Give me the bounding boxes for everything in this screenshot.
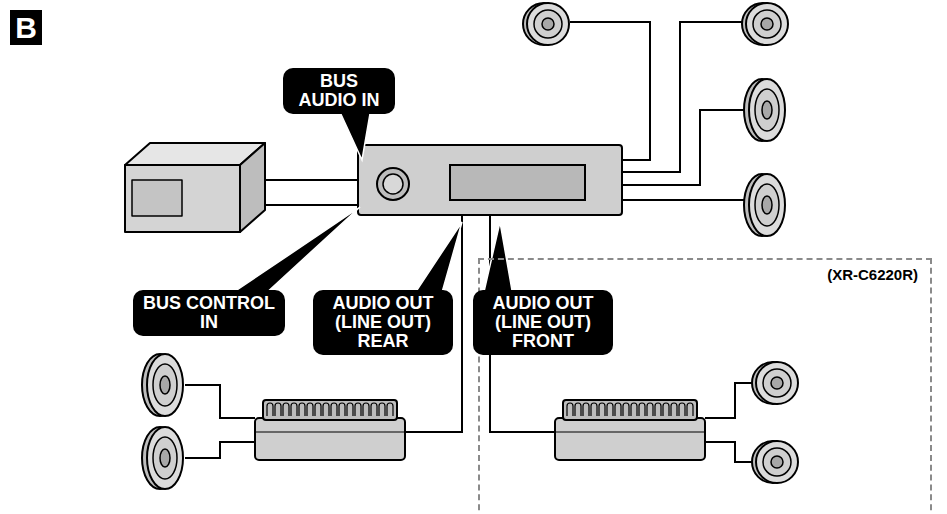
speaker-wire <box>705 442 755 462</box>
callout-label: AUDIO OUT (LINE OUT) REAR <box>313 290 453 355</box>
amplifier <box>255 400 405 460</box>
speaker-wire <box>570 22 650 160</box>
woofer-speaker <box>744 174 785 236</box>
callout-text: BUS CONTROL IN <box>139 294 279 332</box>
wires <box>185 22 755 462</box>
woofer-speaker <box>142 354 183 416</box>
speaker-wire <box>622 22 745 172</box>
speaker-wire <box>705 383 755 418</box>
callout-label: BUS AUDIO IN <box>283 68 395 114</box>
speaker-wire <box>622 199 745 201</box>
head-unit <box>358 145 622 215</box>
callout-text: AUDIO OUT (LINE OUT) REAR <box>319 294 447 351</box>
bus-cable <box>265 179 358 181</box>
figure-letter: B <box>10 10 42 45</box>
speaker-wire <box>185 385 255 418</box>
amplifier <box>555 400 705 460</box>
model-note: (XR-C6220R) <box>825 266 920 283</box>
callout-label: AUDIO OUT (LINE OUT) FRONT <box>473 290 613 355</box>
bus-cable <box>265 204 358 206</box>
figure-letter-text: B <box>10 10 42 45</box>
callout-label: BUS CONTROL IN <box>133 290 285 336</box>
tweeter-speaker <box>752 362 798 404</box>
speaker-wire <box>622 110 745 185</box>
tweeter-speaker <box>742 3 788 45</box>
tweeter-speaker <box>523 3 569 45</box>
cd-changer <box>125 143 265 232</box>
callout-text: AUDIO OUT (LINE OUT) FRONT <box>479 294 607 351</box>
tweeter-speaker <box>752 441 798 483</box>
callout-pointer <box>413 222 462 296</box>
callout-pointer <box>228 207 360 296</box>
woofer-speaker <box>744 79 785 141</box>
callout-pointer <box>338 108 371 160</box>
callout-text: BUS AUDIO IN <box>289 72 389 110</box>
speakers <box>142 3 798 489</box>
speaker-wire <box>185 442 255 458</box>
amplifiers <box>255 400 705 460</box>
woofer-speaker <box>142 427 183 489</box>
